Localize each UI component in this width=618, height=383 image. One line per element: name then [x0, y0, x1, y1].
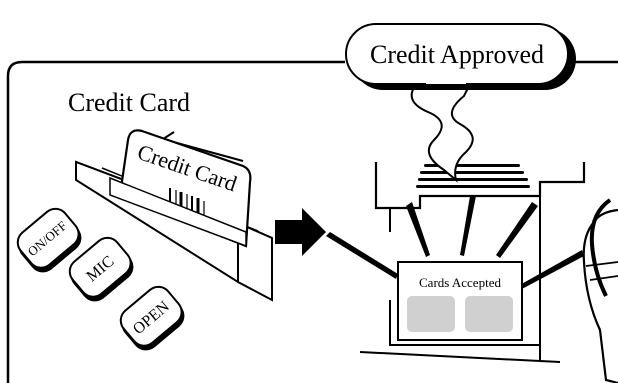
cards-accepted-label: Cards Accepted: [419, 275, 501, 290]
button-open[interactable]: OPEN: [114, 282, 190, 357]
speaker-grille: [416, 164, 530, 188]
button-mic[interactable]: MIC: [63, 233, 139, 308]
speech-bubble: Credit Approved: [345, 23, 576, 183]
credit-approved-label: Credit Approved: [370, 40, 544, 69]
button-on-off[interactable]: ON/OFF: [11, 204, 87, 279]
terminal-device: Cards Accepted: [326, 162, 586, 363]
flow-arrow: [275, 208, 326, 256]
sound-rays: [326, 196, 584, 290]
credit-card: Credit Card: [109, 129, 252, 248]
card-logo-right: [465, 296, 513, 332]
handset: [582, 198, 618, 383]
card-logo-left: [407, 296, 455, 332]
outer-frame: [6, 60, 618, 383]
credit-card-heading: Credit Card: [68, 88, 190, 117]
